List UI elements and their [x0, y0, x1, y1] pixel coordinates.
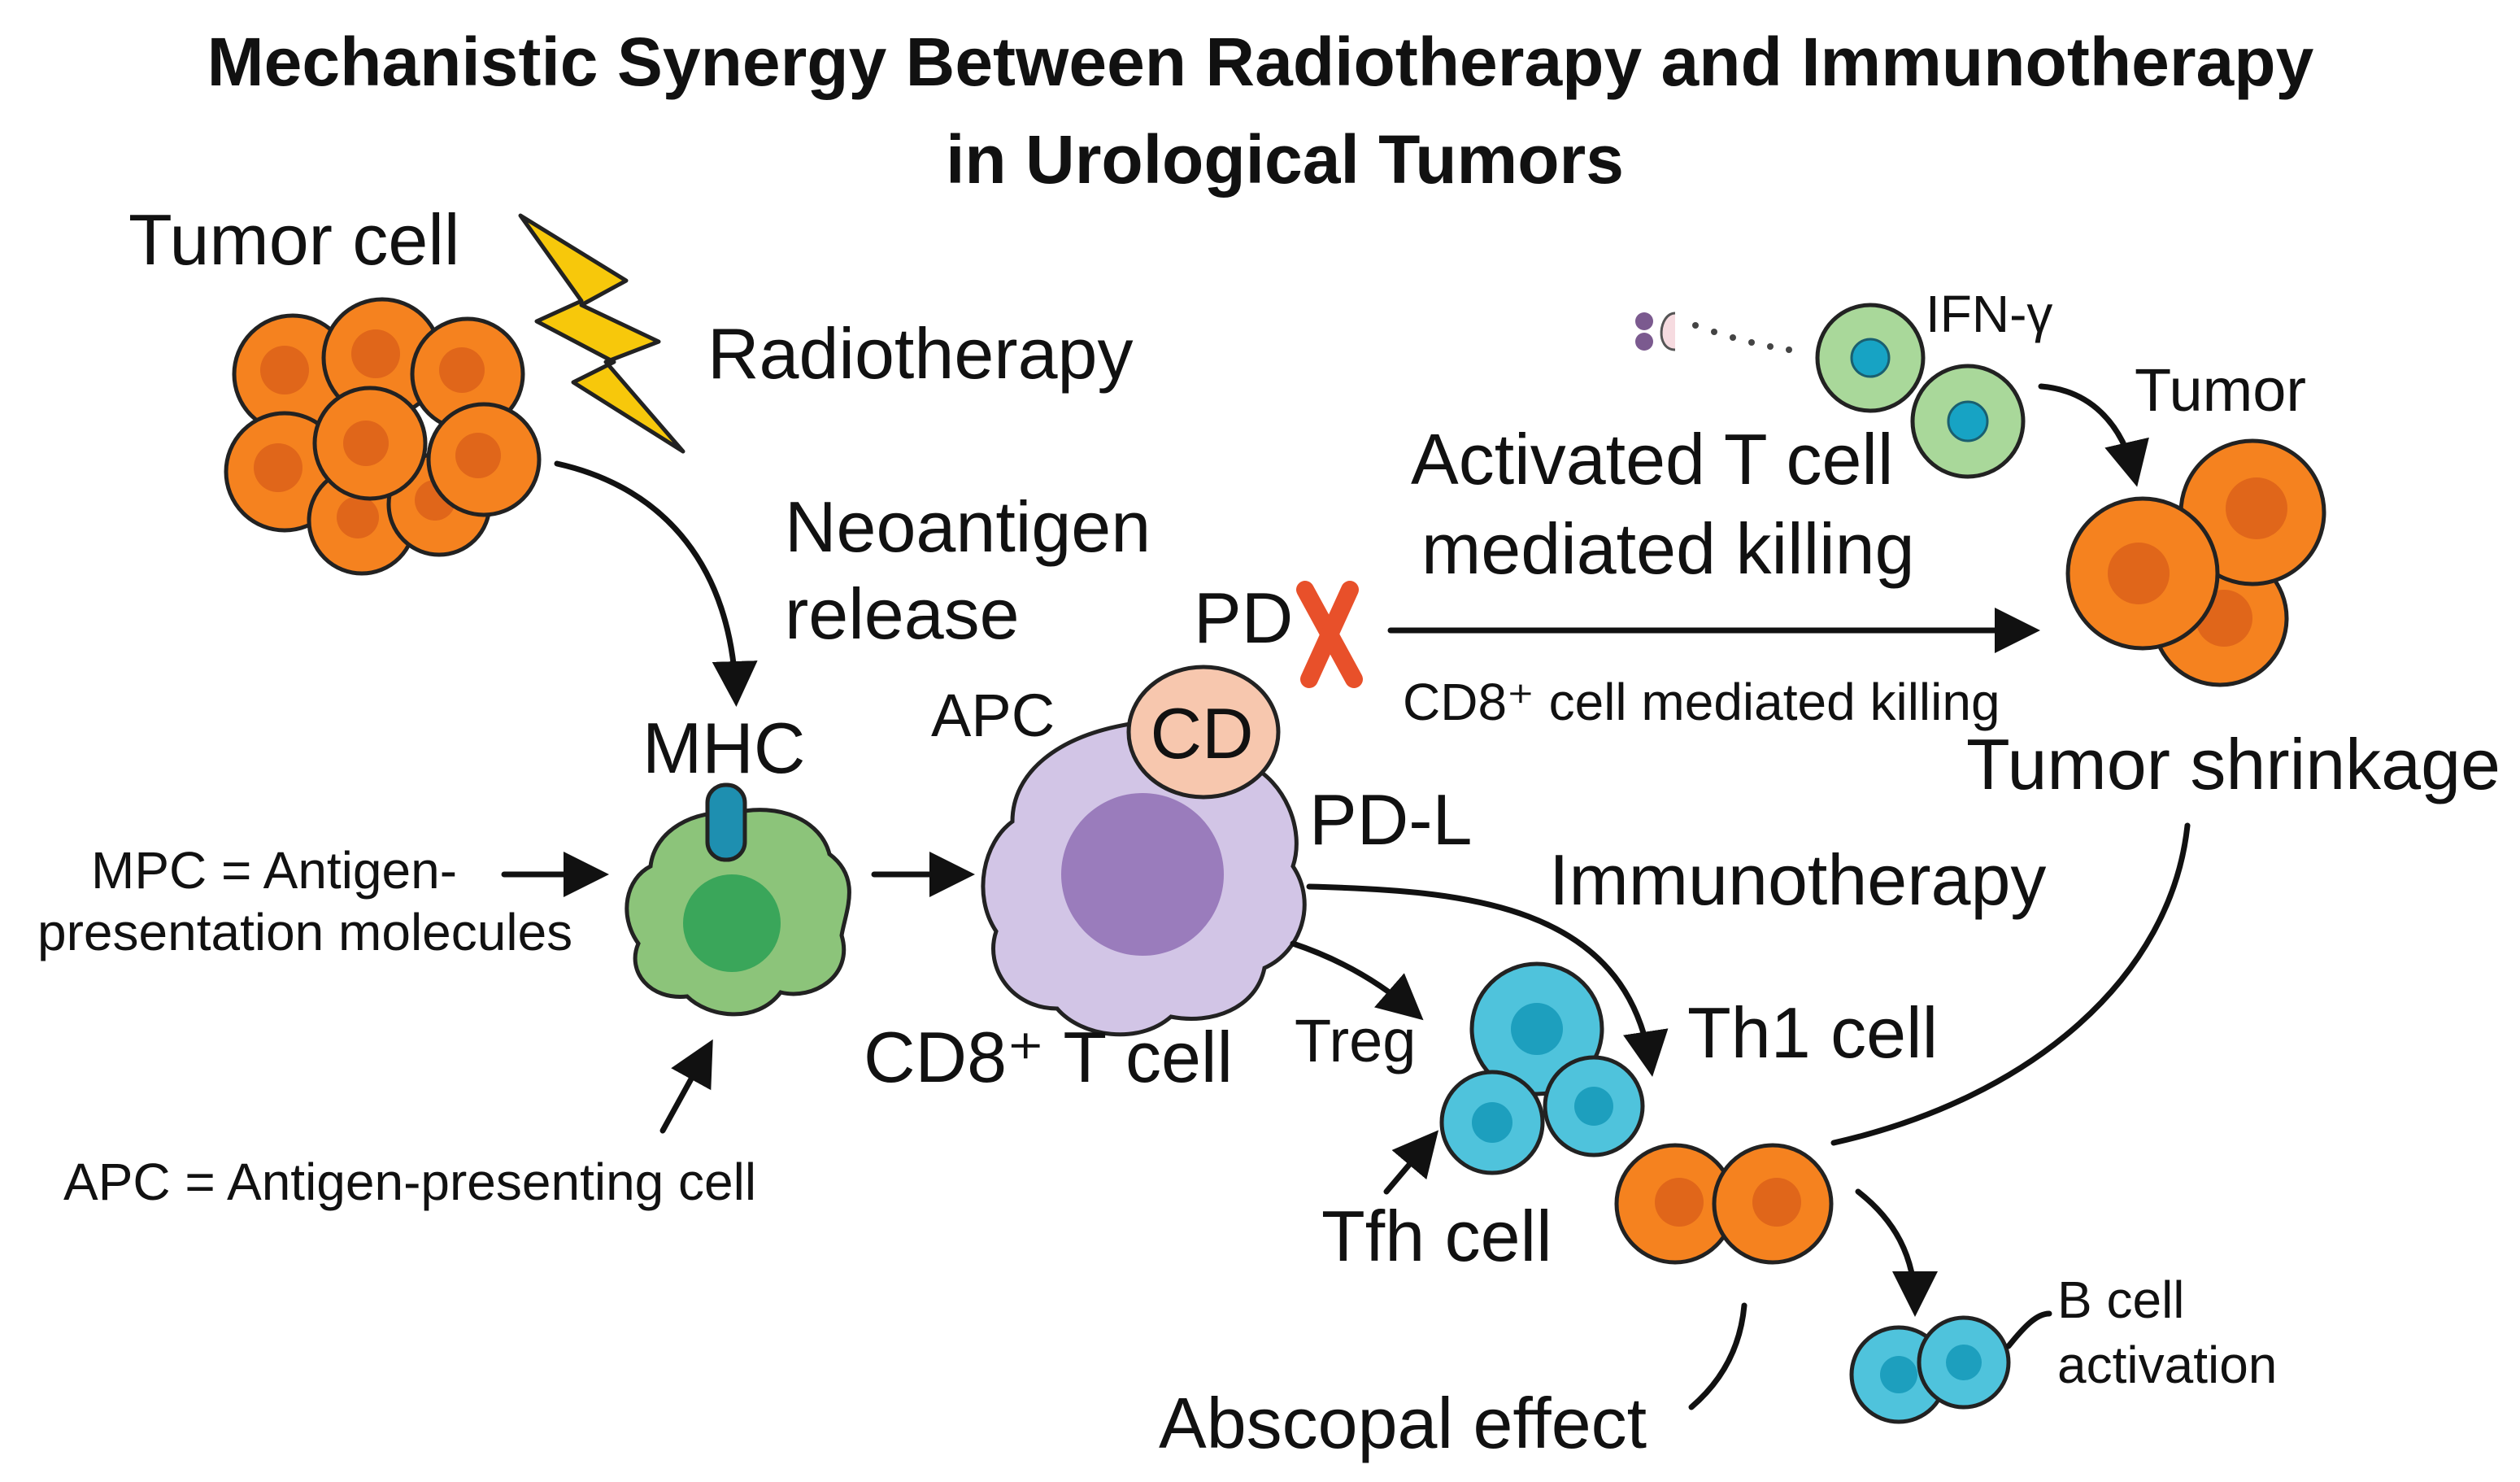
target-tumor-cells — [2065, 438, 2326, 687]
title-line-1: Mechanistic Synergy Between Radiotherapy… — [207, 24, 2314, 100]
pd-label: PD — [1194, 578, 1293, 658]
tumor-cell-label: Tumor cell — [128, 199, 459, 280]
effector-tumor-cells — [1614, 1143, 1834, 1265]
mhc-label: MHC — [642, 708, 805, 788]
arrow-apc-def-to-mhc — [659, 1039, 713, 1134]
pdl-label: PD-L — [1309, 779, 1473, 860]
cd-label: CD — [1150, 693, 1253, 774]
apc-label: APC — [931, 682, 1055, 749]
abscopal-pointer-line — [1688, 1302, 1747, 1410]
mpc-definition-line-2: presentation molecules — [37, 903, 572, 961]
tumor-label: Tumor — [2135, 356, 2306, 424]
lightning-bolt-icon — [518, 213, 685, 454]
tfh-cell-label: Tfh cell — [1321, 1196, 1552, 1276]
th1-cell-label: Th1 cell — [1687, 992, 1938, 1073]
immunotherapy-label: Immunotherapy — [1549, 839, 2046, 920]
activated-t-cells — [1815, 303, 2026, 479]
pd-blocked-x-icon — [1296, 581, 1363, 688]
arrow-tfh-to-cluster — [1383, 1130, 1439, 1195]
neoantigen-label-line-2: release — [785, 573, 1020, 654]
b-cell-label-line-2: activation — [2057, 1336, 2277, 1394]
mhc-cell-nucleus — [683, 874, 781, 972]
abscopal-effect-label: Abscopal effect — [1159, 1383, 1647, 1463]
cd8-killing-label: CD8⁺ cell mediated killing — [1403, 673, 2000, 731]
tumor-cell-cluster — [224, 297, 542, 576]
mpc-definition-line-1: MPC = Antigen- — [91, 841, 457, 900]
arrow-pdl-to-th1 — [1306, 883, 1669, 1077]
treg-tfh-cell-cluster — [1439, 961, 1645, 1175]
arrow-tumor-to-mhc — [554, 460, 758, 707]
tumor-shrinkage-label: Tumor shrinkage — [1966, 724, 2500, 804]
arrow-to-b-cells — [1855, 1188, 1938, 1317]
title-line-2: in Urological Tumors — [946, 121, 1624, 198]
arrow-apc-to-treg — [1290, 940, 1424, 1021]
curve-shrinkage-to-cells — [1830, 822, 2191, 1146]
b-cell-label-line-1: B cell — [2057, 1271, 2185, 1329]
apc-definition: APC = Antigen-presenting cell — [63, 1153, 756, 1211]
cd8-t-cell-label: CD8⁺ T cell — [864, 1017, 1233, 1097]
activated-t-cell-line-2: mediated killing — [1421, 508, 1915, 589]
treg-label: Treg — [1295, 1007, 1416, 1074]
ifn-gamma-cytokine-icon — [1635, 312, 1792, 353]
arrow-tcell-to-tumor — [2038, 383, 2149, 487]
radiotherapy-label: Radiotherapy — [707, 313, 1133, 394]
neoantigen-label-line-1: Neoantigen — [785, 486, 1151, 567]
b-cells — [1849, 1315, 2011, 1424]
ifn-gamma-label: IFN-γ — [1926, 285, 2052, 343]
mhc-molecule — [705, 782, 747, 862]
apc-nucleus — [1061, 793, 1224, 956]
cd-receptor — [1126, 665, 1281, 800]
b-cell-pointer-line — [2005, 1310, 2052, 1349]
activated-t-cell-line-1: Activated T cell — [1411, 419, 1893, 499]
